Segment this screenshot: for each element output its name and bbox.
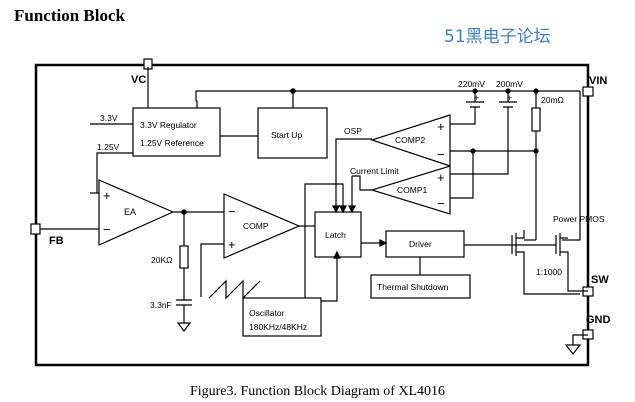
- figure-caption: Figure3. Function Block Diagram of XL401…: [189, 384, 446, 399]
- comp1-minus: −: [437, 196, 445, 211]
- comp-minus: −: [228, 204, 236, 219]
- wire-vin-rail: [195, 90, 580, 108]
- ea-label: EA: [124, 207, 136, 217]
- driver-block: [385, 230, 465, 258]
- node-200mv: [505, 88, 511, 94]
- driver-label: Driver: [409, 239, 432, 249]
- regulator-block: [132, 107, 221, 157]
- latch-label: Latch: [325, 230, 346, 240]
- pin-fb-label: FB: [49, 235, 64, 247]
- pin-fb-box: [30, 223, 41, 235]
- comp-plus: +: [228, 237, 236, 252]
- oscillator-label-1: Oscillator: [249, 308, 285, 318]
- comp2-label: COMP2: [395, 135, 426, 145]
- arrow-driver: [379, 239, 388, 247]
- comp2-amplifier: [370, 114, 451, 167]
- arrow-latch-osp: [332, 205, 340, 214]
- latch-block: [314, 211, 362, 258]
- ea-minus: −: [103, 222, 111, 237]
- arrow-latch-top: [339, 205, 347, 214]
- ea-plus: +: [103, 188, 111, 203]
- wire-osc-latch-2: [321, 252, 338, 302]
- label-220mv: 220mV: [458, 79, 485, 89]
- pin-vin-box: [582, 86, 594, 97]
- ground-symbol: [564, 344, 582, 355]
- wire-latch-osp: [335, 138, 372, 212]
- label-3n3: 3.3nF: [150, 300, 172, 310]
- startup-label: Start Up: [271, 130, 302, 140]
- forum-watermark: 51黑电子论坛: [444, 27, 551, 47]
- wire-220mv-comp2: [450, 107, 476, 125]
- label-20mohm: 20mΩ: [541, 95, 564, 105]
- comp1-plus: +: [437, 170, 445, 185]
- label-1v25: 1.25V: [97, 142, 120, 152]
- label-power-pmos: Power PMOS: [553, 214, 605, 224]
- comp2-minus: −: [437, 147, 445, 162]
- resistor-20k: [179, 245, 189, 269]
- wire-osc-latch: [304, 183, 344, 298]
- wire-comp-plus: [200, 243, 224, 297]
- wire-1v25: [96, 152, 133, 193]
- wire-200mv-comp1: [450, 107, 509, 175]
- ground-rc: [176, 322, 192, 332]
- comp-amplifier: [223, 193, 301, 259]
- sawtooth-waveform: [208, 279, 261, 300]
- wire-gnd: [572, 334, 588, 345]
- label-3v3: 3.3V: [100, 113, 118, 123]
- pin-vin-label: VIN: [589, 75, 607, 87]
- resistor-20mohm: [531, 107, 541, 132]
- arrow-latch-climit: [348, 205, 356, 214]
- regulator-label-2: 1.25V Reference: [140, 138, 204, 148]
- label-20k: 20KΩ: [151, 255, 172, 265]
- comp1-amplifier: [369, 165, 451, 215]
- capacitor-3n3: [176, 299, 192, 306]
- oscillator-label-2: 180KHz/48KHz: [249, 322, 307, 332]
- node-220mv: [472, 88, 478, 94]
- page-title: Function Block: [14, 6, 125, 25]
- label-ratio: 1:1000: [536, 267, 562, 277]
- wire-vin-pmos: [562, 91, 581, 241]
- comp1-label: COMP1: [397, 185, 428, 195]
- regulator-label-1: 3.3V Regulator: [140, 120, 197, 130]
- power-pmos: [548, 233, 588, 292]
- wire-sense-comp1: [450, 151, 474, 199]
- chip-outline: [34, 63, 590, 367]
- thermal-label: Thermal Shutdown: [377, 282, 449, 292]
- comp2-plus: +: [437, 119, 445, 134]
- ea-amplifier: [98, 179, 175, 246]
- wire-comp1-out: [352, 175, 372, 191]
- battery-200mv-plus: +: [507, 93, 512, 103]
- oscillator-block: [242, 297, 322, 337]
- comp-label: COMP: [243, 221, 269, 231]
- label-osp: OSP: [344, 126, 362, 136]
- label-200mv: 200mV: [496, 79, 523, 89]
- pin-gnd-label: GND: [586, 314, 611, 326]
- pin-sw-label: SW: [591, 274, 609, 286]
- battery-220mv-plus: +: [474, 93, 479, 103]
- label-current-limit: Current Limit: [350, 166, 399, 176]
- pin-vc-label: VC: [131, 74, 146, 86]
